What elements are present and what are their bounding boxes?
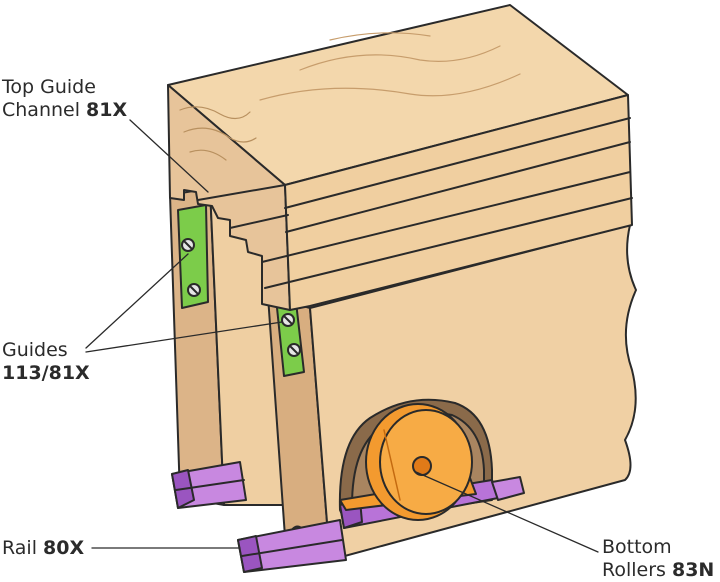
label-rail: Rail 80X [2, 537, 84, 560]
top-guide-channel-81x [167, 4, 633, 311]
label-bottom-code: 83N [671, 559, 715, 581]
back-rail [171, 461, 247, 509]
bottom-roller-83n [339, 403, 499, 529]
label-guides: Guides 113/81X [2, 339, 90, 385]
label-bottom-line1: Bottom [602, 536, 672, 558]
label-bottom-rollers: Bottom Rollers 83N [602, 536, 714, 582]
label-bottom-line2: Rollers [602, 559, 672, 581]
back-guide-bracket [177, 204, 209, 309]
label-rail-code: 80X [43, 537, 85, 559]
label-top-guide-line1: Top Guide [2, 76, 96, 98]
front-rail-80x [237, 476, 525, 573]
label-guides-code: 113/81X [2, 362, 90, 384]
label-top-guide-channel: Top Guide Channel 81X [2, 76, 127, 122]
label-top-guide-line2: Channel [2, 99, 87, 121]
label-top-guide-code: 81X [86, 99, 128, 121]
label-guides-line1: Guides [2, 339, 68, 361]
leader-lines [85, 119, 599, 553]
label-rail-text: Rail [2, 537, 44, 559]
